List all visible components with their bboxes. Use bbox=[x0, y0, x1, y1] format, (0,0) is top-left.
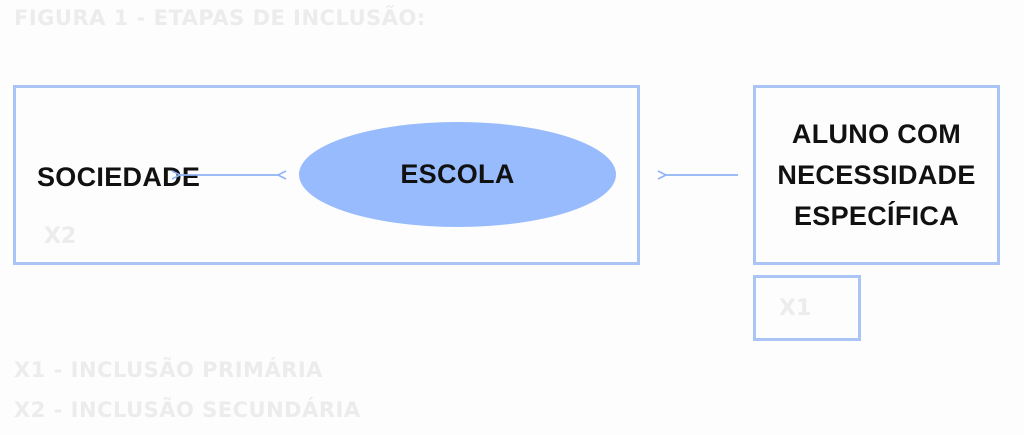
aluno-label: ALUNO COM NECESSIDADE ESPECÍFICA bbox=[777, 118, 976, 231]
x2-tag: X2 bbox=[44, 224, 77, 249]
student-box: ALUNO COM NECESSIDADE ESPECÍFICA bbox=[753, 85, 1000, 265]
x1-tag: X1 bbox=[779, 296, 812, 321]
legend-x2: X2 - INCLUSÃO SECUNDÁRIA bbox=[14, 398, 361, 422]
legend-x1: X1 - INCLUSÃO PRIMÁRIA bbox=[14, 358, 323, 382]
escola-label: ESCOLA bbox=[400, 159, 515, 189]
inclusion-x1-box bbox=[753, 275, 861, 341]
figure-caption: FIGURA 1 - ETAPAS DE INCLUSÃO: bbox=[14, 6, 426, 30]
escola-ellipse: ESCOLA bbox=[299, 122, 616, 227]
